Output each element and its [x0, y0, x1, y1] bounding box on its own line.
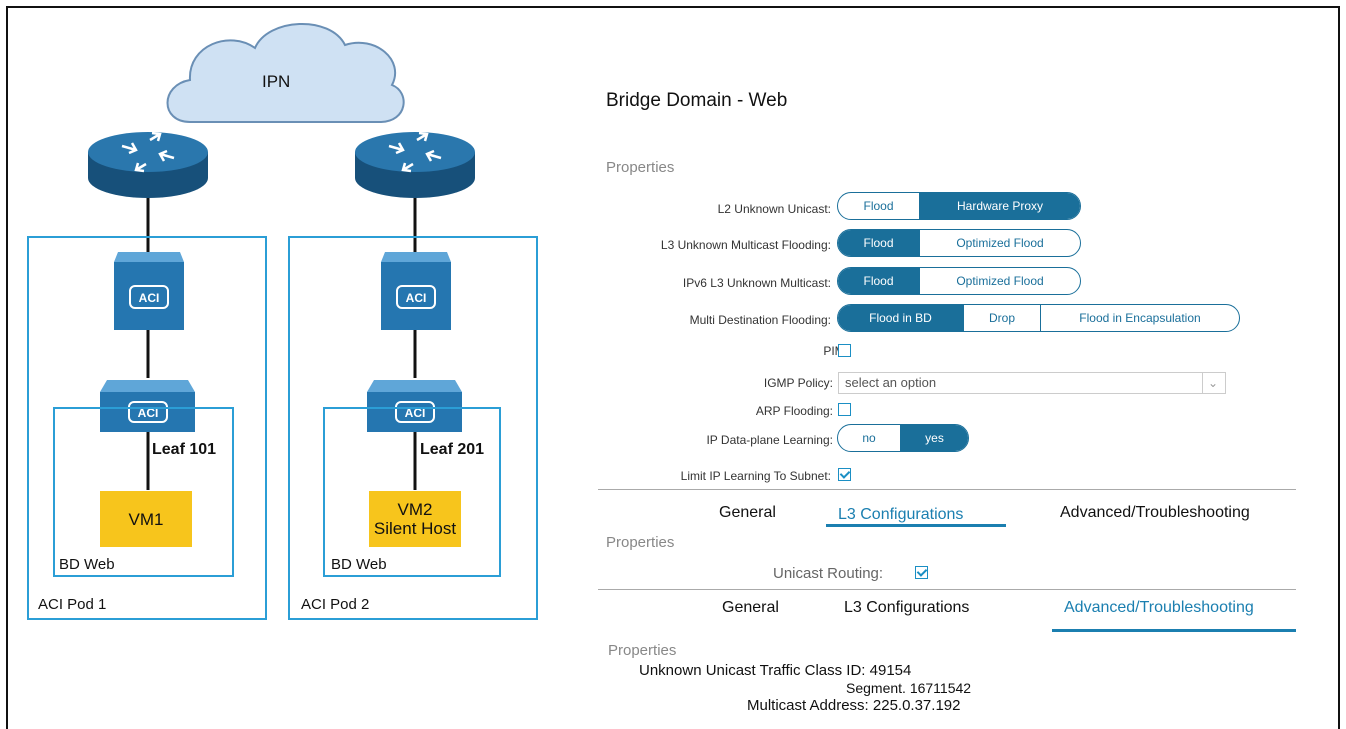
ipv6-unknown-multicast-toggle[interactable]: Flood Optimized Flood [837, 267, 1081, 295]
bd-web-label-1: BD Web [59, 556, 115, 573]
unicast-routing-checkbox[interactable] [915, 566, 928, 579]
tab-advanced-troubleshooting[interactable]: Advanced/Troubleshooting [1060, 504, 1250, 521]
tab-general[interactable]: General [722, 599, 779, 616]
l3-unknown-multicast-toggle[interactable]: Flood Optimized Flood [837, 229, 1081, 257]
svg-text:ACI: ACI [405, 406, 426, 420]
divider [598, 589, 1296, 590]
multi-destination-toggle[interactable]: Flood in BD Drop Flood in Encapsulation [837, 304, 1240, 332]
igmp-policy-select[interactable]: select an option ⌄ [838, 372, 1226, 394]
no-option[interactable]: no [862, 431, 876, 445]
bd-web-box-1 [53, 407, 234, 577]
vm2-label: VM2 [397, 500, 433, 519]
l3-flood-option[interactable]: Flood [838, 230, 919, 256]
bd-web-label-2: BD Web [331, 556, 387, 573]
tab-advanced-troubleshooting[interactable]: Advanced/Troubleshooting [1064, 599, 1254, 616]
flood-in-bd-option[interactable]: Flood in BD [838, 305, 963, 331]
vm1-box: VM1 [100, 491, 192, 547]
tab-l3-configurations[interactable]: L3 Configurations [844, 599, 970, 616]
spine-switch-icon: ACI [381, 252, 451, 330]
leaf-101-label: Leaf 101 [152, 441, 217, 458]
properties-header: Properties [606, 159, 675, 176]
leaf-switch-icon: ACI [367, 380, 462, 432]
vm2-box: VM2 Silent Host [369, 491, 461, 547]
l2-unknown-unicast-label: L2 Unknown Unicast: [717, 202, 831, 216]
page-title: Bridge Domain - Web [606, 90, 788, 111]
chevron-down-icon[interactable]: ⌄ [1202, 373, 1223, 393]
arp-flooding-checkbox[interactable] [838, 403, 851, 416]
leaf-switch-icon: ACI [100, 380, 195, 432]
l3-unknown-multicast-label: L3 Unknown Multicast Flooding: [660, 238, 831, 252]
ipv6-optimized-flood-option[interactable]: Optimized Flood [919, 268, 1080, 294]
router-icon [88, 131, 208, 198]
router-icon [355, 131, 475, 198]
l2-hardware-proxy-option[interactable]: Hardware Proxy [919, 193, 1080, 219]
spine-switch-icon: ACI [114, 252, 184, 330]
aci-pod-1-label: ACI Pod 1 [38, 596, 107, 613]
arp-flooding-label: ARP Flooding: [755, 404, 833, 418]
aci-pod-2 [288, 236, 538, 620]
svg-text:ACI: ACI [139, 291, 160, 305]
ipv6-l3-unknown-multicast-label: IPv6 L3 Unknown Multicast: [682, 276, 831, 290]
l2-flood-option[interactable]: Flood [863, 199, 894, 213]
leaf-201-label: Leaf 201 [420, 441, 485, 458]
pim-checkbox[interactable] [838, 344, 851, 357]
segment-value: Segment. 16711542 [846, 680, 972, 696]
topology-diagram: ACI ACI ACI ACI [88, 23, 475, 490]
divider [598, 489, 1296, 490]
l2-unknown-unicast-toggle[interactable]: Flood Hardware Proxy [837, 192, 1081, 220]
unknown-unicast-class-id: Unknown Unicast Traffic Class ID: 49154 [639, 662, 912, 679]
ipn-cloud [166, 23, 405, 123]
tab-l3-configurations[interactable]: L3 Configurations [838, 506, 964, 523]
active-tab-indicator [826, 524, 1006, 527]
advanced-properties-header: Properties [608, 642, 677, 659]
bd-web-box-2 [323, 407, 501, 577]
ipv6-flood-option[interactable]: Flood [838, 268, 919, 294]
vm1-label: VM1 [128, 509, 164, 529]
flood-in-encapsulation-option[interactable]: Flood in Encapsulation [1040, 305, 1239, 331]
aci-pod-2-label: ACI Pod 2 [301, 596, 370, 613]
active-tab-indicator [1052, 629, 1296, 632]
tab-general[interactable]: General [719, 504, 776, 521]
svg-text:ACI: ACI [138, 406, 159, 420]
image-frame [6, 6, 1340, 729]
vm2-sublabel: Silent Host [373, 519, 457, 538]
aci-pod-1 [27, 236, 267, 620]
ipn-label: IPN [262, 72, 291, 91]
svg-text:ACI: ACI [406, 291, 427, 305]
limit-ip-learning-checkbox[interactable] [838, 468, 851, 481]
igmp-policy-label: IGMP Policy: [763, 376, 833, 390]
l3-optimized-flood-option[interactable]: Optimized Flood [919, 230, 1080, 256]
ip-dataplane-learning-toggle[interactable]: no yes [837, 424, 969, 452]
ip-dataplane-learning-label: IP Data-plane Learning: [706, 433, 833, 447]
drop-option[interactable]: Drop [963, 305, 1040, 331]
l3-properties-header: Properties [606, 534, 675, 551]
multi-destination-flooding-label: Multi Destination Flooding: [689, 313, 831, 327]
unicast-routing-label: Unicast Routing: [773, 565, 884, 582]
limit-ip-learning-label: Limit IP Learning To Subnet: [680, 469, 831, 483]
multicast-address: Multicast Address: 225.0.37.192 [747, 697, 961, 714]
igmp-policy-value: select an option [845, 375, 937, 390]
yes-option[interactable]: yes [900, 425, 968, 451]
